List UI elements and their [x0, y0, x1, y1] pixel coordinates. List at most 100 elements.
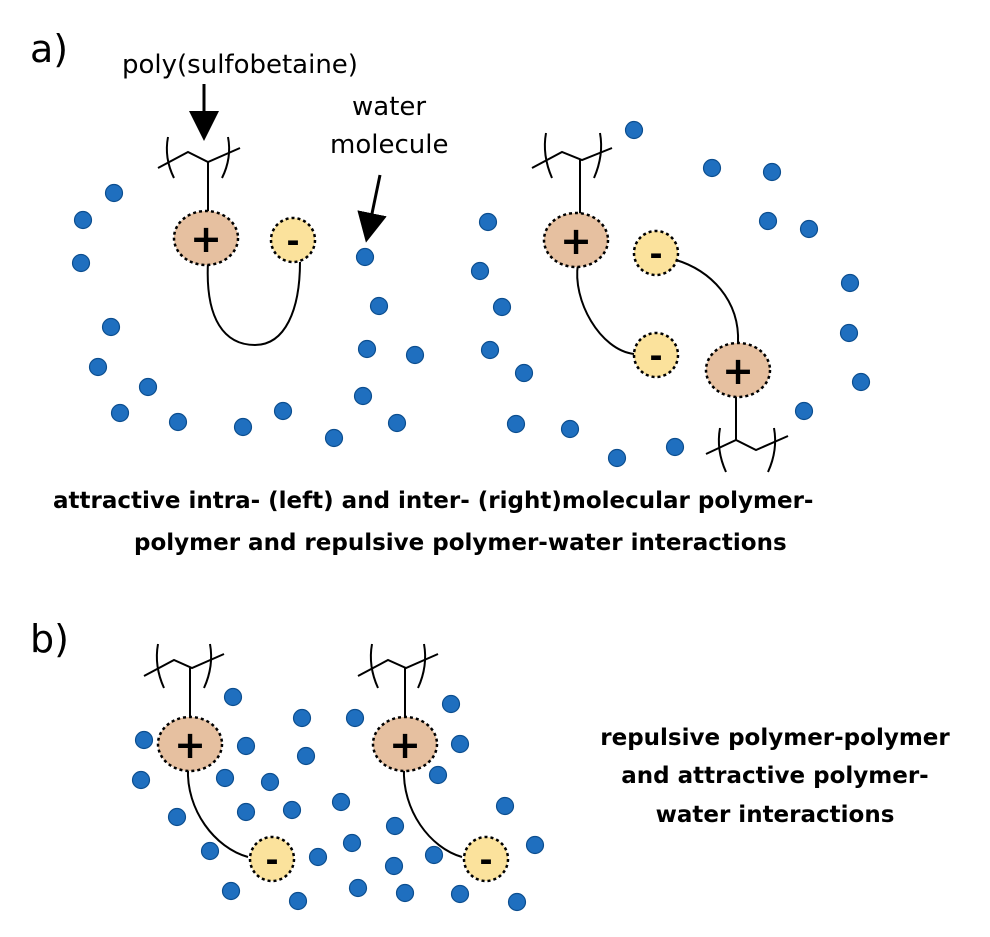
plus-sign-b2: +	[389, 723, 421, 767]
water-molecule	[507, 892, 527, 912]
water-molecule	[369, 296, 389, 316]
water-molecules-a	[71, 120, 871, 468]
backbone-unit-a2	[531, 132, 613, 214]
water-molecule	[495, 796, 515, 816]
minus-sign-b2: -	[479, 841, 492, 879]
water-molecule	[387, 413, 407, 433]
water-molecule	[296, 746, 316, 766]
water-molecule	[134, 730, 154, 750]
backbone-unit-a3	[705, 396, 789, 473]
water-molecule	[73, 210, 93, 230]
water-molecule	[233, 417, 253, 437]
side-chain-b1	[186, 767, 249, 858]
water-molecule	[665, 437, 685, 457]
water-molecule	[478, 212, 498, 232]
water-molecule	[221, 881, 241, 901]
water-molecule	[385, 816, 405, 836]
water-molecule	[292, 708, 312, 728]
water-molecule	[851, 372, 871, 392]
water-molecule	[480, 340, 500, 360]
water-molecule	[167, 807, 187, 827]
water-label-line2: molecule	[330, 130, 448, 160]
cation-b1: +	[156, 715, 224, 773]
water-molecule	[492, 297, 512, 317]
polymer-label: poly(sulfobetaine)	[122, 50, 358, 80]
caption-a-line1: attractive intra- (left) and inter- (rig…	[53, 488, 813, 514]
water-molecule	[395, 883, 415, 903]
water-molecule	[839, 323, 859, 343]
water-molecule	[624, 120, 644, 140]
water-molecule	[236, 736, 256, 756]
water-molecule	[794, 401, 814, 421]
plus-sign-a2: +	[560, 219, 592, 263]
panel-b-label: b)	[30, 617, 69, 661]
water-molecule	[353, 386, 373, 406]
water-molecule	[223, 687, 243, 707]
minus-sign-a3: -	[649, 235, 662, 273]
caption-b-line3: water interactions	[656, 802, 895, 828]
water-molecule	[324, 428, 344, 448]
water-molecule	[342, 833, 362, 853]
water-molecule	[799, 219, 819, 239]
water-molecule	[470, 261, 490, 281]
water-molecule	[331, 792, 351, 812]
water-molecule	[428, 765, 448, 785]
plus-sign-a1: +	[190, 217, 222, 261]
panel-a: a) poly(sulfobetaine) water molecule + -	[30, 27, 871, 556]
water-molecule	[560, 419, 580, 439]
cation-a3: +	[704, 341, 772, 399]
water-molecule	[104, 183, 124, 203]
cation-a1: +	[172, 209, 240, 267]
caption-a-line2: polymer and repulsive polymer-water inte…	[134, 530, 787, 556]
water-molecule	[101, 317, 121, 337]
water-molecule	[514, 363, 534, 383]
backbone-unit-a1	[157, 136, 241, 212]
minus-sign-b1: -	[265, 841, 278, 879]
water-molecule	[348, 878, 368, 898]
anion-a2: -	[632, 331, 680, 379]
water-molecule	[441, 694, 461, 714]
water-molecule	[450, 734, 470, 754]
water-molecule	[288, 891, 308, 911]
caption-b-line1: repulsive polymer-polymer	[600, 725, 950, 751]
caption-b-line2: and attractive polymer-	[621, 763, 928, 789]
side-chain-b2	[402, 767, 463, 858]
water-molecule	[525, 835, 545, 855]
water-molecule	[88, 357, 108, 377]
water-molecule	[840, 273, 860, 293]
water-molecule	[200, 841, 220, 861]
anion-b1: -	[248, 835, 296, 883]
anion-a3: -	[632, 229, 680, 277]
panel-a-label: a)	[30, 27, 68, 71]
water-molecule	[308, 847, 328, 867]
plus-sign-b1: +	[174, 723, 206, 767]
water-molecule	[384, 856, 404, 876]
water-molecule	[260, 772, 280, 792]
water-molecule	[357, 339, 377, 359]
cation-a2: +	[542, 211, 610, 269]
side-chain-a1	[206, 261, 301, 347]
backbone-unit-b2	[357, 643, 439, 718]
water-molecule	[405, 345, 425, 365]
water-molecule	[506, 414, 526, 434]
cation-b2: +	[371, 715, 439, 773]
water-molecule	[607, 448, 627, 468]
water-molecule	[273, 401, 293, 421]
anion-a1: -	[269, 216, 317, 264]
water-molecule	[702, 158, 722, 178]
minus-sign-a1: -	[286, 222, 299, 260]
water-molecule	[282, 800, 302, 820]
anion-b2: -	[462, 835, 510, 883]
backbone-unit-b1	[143, 643, 225, 718]
water-molecule	[168, 412, 188, 432]
water-molecules-b	[131, 687, 545, 912]
water-molecule	[236, 802, 256, 822]
water-molecule	[424, 845, 444, 865]
water-arrow	[357, 174, 387, 243]
side-chain-a3	[675, 259, 740, 344]
water-molecule	[71, 253, 91, 273]
plus-sign-a3: +	[722, 349, 754, 393]
panel-b: b) + - + -	[30, 617, 950, 912]
water-molecule	[345, 708, 365, 728]
